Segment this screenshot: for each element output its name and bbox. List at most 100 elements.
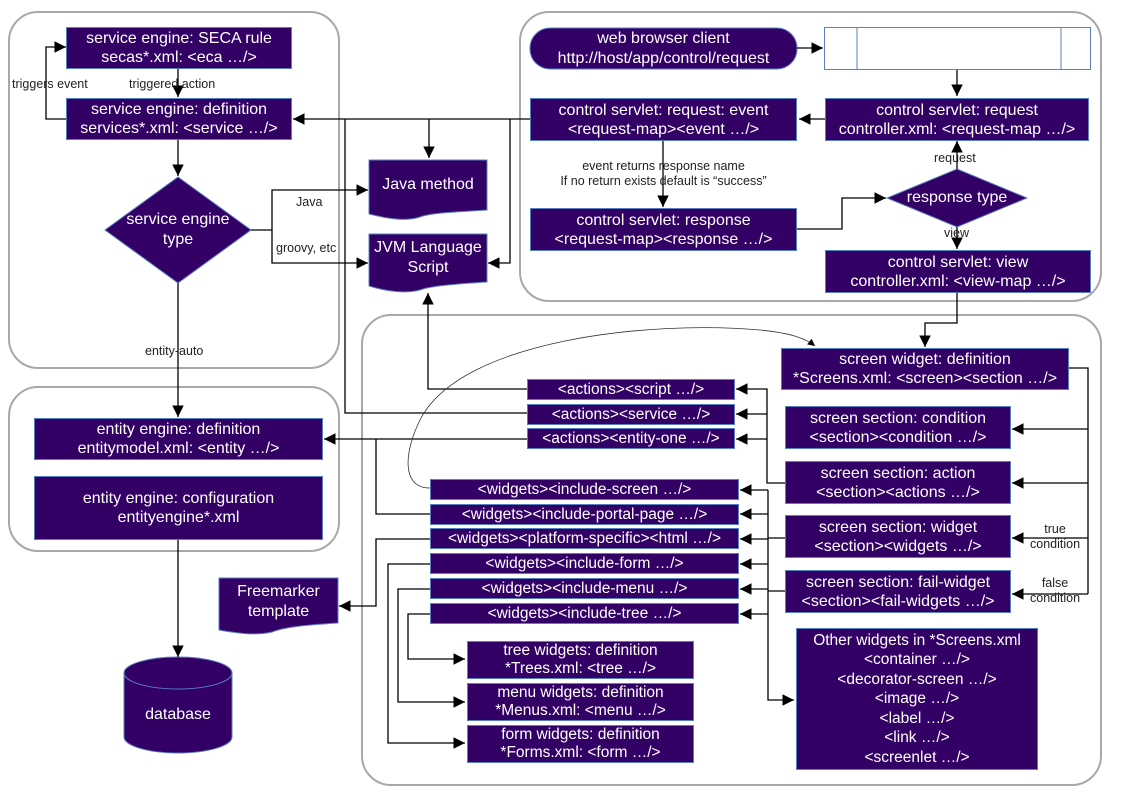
edge-label-triggered-action: triggered action [129,77,216,91]
section-widget-node[interactable]: screen section: widget <section><widgets… [785,515,1011,558]
node-line: <request-map><event …/> [567,120,760,138]
node-line: entity engine: definition [96,421,261,438]
menu-definition-node[interactable]: menu widgets: definition *Menus.xml: <me… [467,683,694,721]
service-definition-node[interactable]: service engine: definition services*.xml… [66,98,292,140]
node-line: screen section: action [820,464,976,482]
node-line: entity engine: configuration [82,490,275,507]
actions-service-node[interactable]: <actions><service …/> [527,404,735,425]
node-line: <actions><script …/> [557,380,705,398]
node-line: control servlet: request: event [558,101,769,119]
node-line: screen widget: definition [839,351,1011,368]
widgets-include-screen-node[interactable]: <widgets><include-screen …/> [430,479,739,500]
entity-definition-node[interactable]: entity engine: definition entitymodel.xm… [34,418,323,460]
node-line: *Trees.xml: <tree …/> [504,660,657,677]
node-line: <widgets><platform-specific><html …/> [447,529,722,547]
node-line: <screenlet …/> [864,748,970,766]
node-line: control servlet: request [876,101,1038,119]
node-line: <label …/> [879,709,955,727]
node-line: controller.xml: <view-map …/> [850,272,1066,290]
edge-label-request: request [934,151,976,165]
widgets-include-form-node[interactable]: <widgets><include-form …/> [430,553,739,574]
freemarker-label: Freemarker template [237,583,320,620]
node-line: service engine: definition [90,101,268,118]
jvm-script-label: JVM Language Script [374,239,482,276]
node-line: service engine: SECA rule [86,30,272,47]
widgets-platform-specific-node[interactable]: <widgets><platform-specific><html …/> [430,528,739,549]
node-line: Other widgets in *Screens.xml [813,631,1021,649]
java-method-doc[interactable] [368,159,488,220]
node-line: secas*.xml: <eca …/> [101,49,257,66]
edge-label-event-returns: event returns response name If no return… [560,159,767,188]
node-line: *Menus.xml: <menu …/> [495,702,666,719]
node-line: entityengine*.xml [117,509,240,526]
node-line: *Screens.xml: <screen><section …/> [792,370,1058,387]
section-action-node[interactable]: screen section: action <section><actions… [785,461,1011,504]
node-line: <widgets><include-menu …/> [481,579,688,597]
entity-config-node[interactable]: entity engine: configuration entityengin… [34,476,323,540]
widgets-include-tree-node[interactable]: <widgets><include-tree …/> [430,603,739,624]
form-definition-node[interactable]: form widgets: definition *Forms.xml: <fo… [467,725,694,763]
node-line: <request-map><response …/> [554,230,773,248]
node-line: *Forms.xml: <form …/> [500,744,661,761]
entity-engine-group [8,386,340,552]
screen-definition-node[interactable]: screen widget: definition *Screens.xml: … [781,348,1069,390]
jvm-script-doc[interactable] [368,233,488,293]
node-line: <section><widgets …/> [814,537,982,555]
node-line: <actions><entity-one …/> [542,429,720,447]
section-condition-node[interactable]: screen section: condition <section><cond… [785,406,1011,449]
cs-event-node[interactable]: control servlet: request: event <request… [530,98,797,141]
edge-label-false-condition: false condition [1030,576,1081,605]
actions-entity-one-node[interactable]: <actions><entity-one …/> [527,428,735,449]
actions-script-node[interactable]: <actions><script …/> [527,379,735,400]
cs-view-node[interactable]: control servlet: view controller.xml: <v… [825,250,1091,293]
node-line: menu widgets: definition [497,684,664,701]
node-line: web.xml: <servlet …/> [878,49,1037,67]
cs-request-node[interactable]: control servlet: request controller.xml:… [825,98,1089,141]
seca-rule-node[interactable]: service engine: SECA rule secas*.xml: <e… [66,27,292,69]
cs-response-node[interactable]: control servlet: response <request-map><… [530,208,797,251]
tree-definition-node[interactable]: tree widgets: definition *Trees.xml: <tr… [467,641,694,679]
node-line: <container …/> [864,651,970,669]
control-servlet-group [519,11,1102,302]
database-label: database [145,706,211,723]
node-line: tree widgets: definition [503,642,658,659]
freemarker-doc[interactable] [218,577,339,635]
servlet-container-node[interactable]: servlet container web.xml: <servlet …/> [824,27,1091,70]
node-line: <widgets><include-screen …/> [477,480,692,498]
browser-label: web browser client http://host/app/contr… [557,30,770,67]
node-line: controller.xml: <request-map …/> [838,120,1076,138]
edge-label-java: Java [296,195,323,209]
response-type-label: response type [906,189,1008,206]
screen-widget-group [361,314,1102,786]
widgets-include-portal-page-node[interactable]: <widgets><include-portal-page …/> [430,504,739,525]
node-line: entitymodel.xml: <entity …/> [77,440,280,457]
node-line: screen section: fail-widget [805,573,991,591]
node-line: screen section: condition [809,409,987,427]
node-line: <widgets><include-portal-page …/> [461,505,708,523]
node-line: <section><fail-widgets …/> [801,592,995,610]
node-line: <section><actions …/> [816,483,980,501]
service-engine-type-label: service engine type [126,211,230,248]
section-fail-widget-node[interactable]: screen section: fail-widget <section><fa… [785,570,1011,613]
node-line: servlet container [898,30,1017,48]
edge-label-triggers-event: triggers event [12,77,88,91]
node-line: <decorator-screen …/> [837,670,997,688]
other-widgets-node[interactable]: Other widgets in *Screens.xml <container… [796,628,1038,770]
node-line: screen section: widget [818,518,978,536]
node-line: <link …/> [884,729,950,747]
widgets-include-menu-node[interactable]: <widgets><include-menu …/> [430,578,739,599]
edge-label-entity-auto: entity-auto [145,344,204,358]
node-line: control servlet: response [576,211,751,229]
node-line: control servlet: view [887,253,1029,271]
edge-label-groovy: groovy, etc [276,241,337,255]
java-method-label: Java method [382,176,474,193]
edge-label-view: view [944,226,970,240]
node-line: <actions><service …/> [551,405,711,423]
node-line: services*.xml: <service …/> [80,120,278,137]
node-line: <image …/> [874,690,960,708]
edge-label-true-condition: true condition [1030,522,1081,551]
node-line: <widgets><include-form …/> [485,554,684,572]
node-line: <widgets><include-tree …/> [487,604,682,622]
database-cylinder[interactable] [123,656,233,754]
